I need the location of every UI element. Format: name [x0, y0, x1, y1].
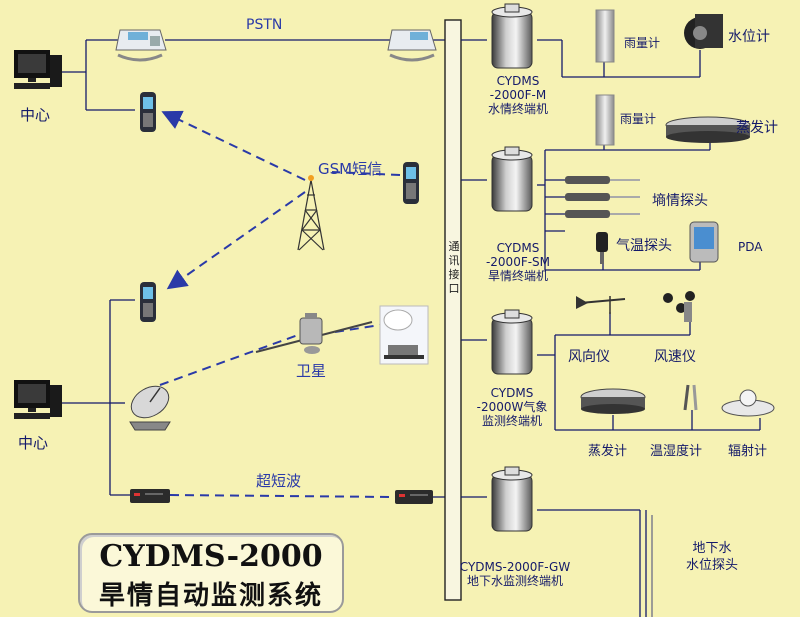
- wind-speed-label: 风速仪: [654, 349, 696, 365]
- temperature-probe-label: 气温探头: [616, 238, 672, 254]
- evaporation-pan-icon-2: [580, 388, 646, 414]
- telephone-icon-left: [115, 29, 167, 62]
- rain-gauge-1-label: 雨量计: [624, 36, 661, 50]
- ground-station-icon: [379, 305, 429, 365]
- computer-icon-bottom: [14, 380, 62, 419]
- terminal-m-line2: -2000F-M: [489, 88, 547, 102]
- humidity-label: 温湿度计: [650, 444, 703, 459]
- terminal-w-line2: -2000W气象: [476, 400, 548, 414]
- pda-icon: [689, 221, 719, 263]
- center-bottom-label: 中心: [18, 434, 49, 452]
- hygrometer-icon: [683, 384, 698, 411]
- rain-gauge-icon-1: [595, 9, 615, 63]
- telephone-icon-right: [387, 29, 437, 62]
- water-level-icon: [684, 14, 723, 49]
- water-level-label: 水位计: [728, 29, 770, 45]
- computer-icon-top: [14, 50, 62, 89]
- terminal-sm-label: CYDMS -2000F-SM 旱情终端机: [466, 241, 570, 283]
- terminal-w-label: CYDMS -2000W气象 监测终端机: [462, 386, 562, 428]
- uhf-label: 超短波: [256, 472, 302, 490]
- terminal-m-line3: 水情终端机: [487, 102, 548, 116]
- mobile-phone-icon-middle: [140, 282, 156, 322]
- terminal-sm-line2: -2000F-SM: [485, 255, 551, 269]
- anemometer-icon: [663, 291, 695, 322]
- pda-label: PDA: [738, 240, 763, 254]
- radio-icon-right: [395, 490, 433, 504]
- terminal-w-line1: CYDMS: [490, 386, 534, 400]
- terminal-gw-label: CYDMS-2000F-GW 地下水监测终端机: [425, 560, 605, 588]
- evaporation-2-label: 蒸发计: [588, 444, 628, 459]
- rain-gauge-2-label: 雨量计: [620, 112, 657, 126]
- comm-interface-label: 通讯接口: [448, 240, 460, 295]
- soil-probe-icon: [565, 176, 640, 218]
- radio-icon-left: [130, 489, 170, 503]
- wireless-links: [159, 110, 401, 498]
- satellite-icon: [255, 313, 373, 354]
- temperature-probe-icon: [596, 232, 608, 264]
- terminal-icon-sm: [491, 146, 533, 212]
- right-links: [461, 39, 761, 617]
- system-title-line1: CYDMS-2000: [99, 539, 323, 574]
- center-top-label: 中心: [20, 106, 51, 124]
- terminal-gw-line1: CYDMS-2000F-GW: [459, 560, 571, 574]
- terminal-icon-m: [491, 3, 533, 69]
- groundwater-label: 地下水 水位探头: [670, 540, 754, 574]
- rain-gauge-icon-2: [595, 94, 615, 146]
- terminal-sm-line3: 旱情终端机: [487, 269, 548, 283]
- gsm-label: GSM短信: [318, 160, 383, 178]
- mobile-phone-icon-gsm: [403, 162, 419, 204]
- pstn-label: PSTN: [246, 17, 283, 33]
- mobile-phone-icon-top: [140, 92, 156, 132]
- wind-vane-icon: [576, 296, 626, 314]
- soil-probe-label: 墒情探头: [652, 193, 708, 209]
- terminal-icon-gw: [491, 466, 533, 532]
- satellite-dish-icon: [129, 385, 171, 431]
- system-title-line2: 旱情自动监测系统: [98, 581, 323, 611]
- terminal-m-line1: CYDMS: [496, 74, 540, 88]
- satellite-label: 卫星: [296, 362, 327, 380]
- terminal-w-line3: 监测终端机: [481, 414, 542, 428]
- system-title-box: CYDMS-2000 旱情自动监测系统: [78, 533, 344, 613]
- radiation-label: 辐射计: [728, 444, 768, 459]
- groundwater-line2: 水位探头: [685, 558, 738, 573]
- terminal-gw-line2: 地下水监测终端机: [466, 574, 563, 588]
- evaporation-1-label: 蒸发计: [736, 120, 778, 136]
- evaporation-pan-icon-1: [665, 116, 751, 143]
- terminal-icon-w: [491, 309, 533, 375]
- groundwater-line1: 地下水: [692, 541, 732, 556]
- comm-interface-bar: [444, 19, 462, 601]
- gsm-tower-icon: [297, 175, 325, 251]
- radiometer-icon: [721, 389, 775, 417]
- left-links: [60, 39, 447, 498]
- terminal-m-label: CYDMS -2000F-M 水情终端机: [470, 74, 566, 116]
- wind-direction-label: 风向仪: [568, 349, 610, 365]
- terminal-sm-line1: CYDMS: [496, 241, 540, 255]
